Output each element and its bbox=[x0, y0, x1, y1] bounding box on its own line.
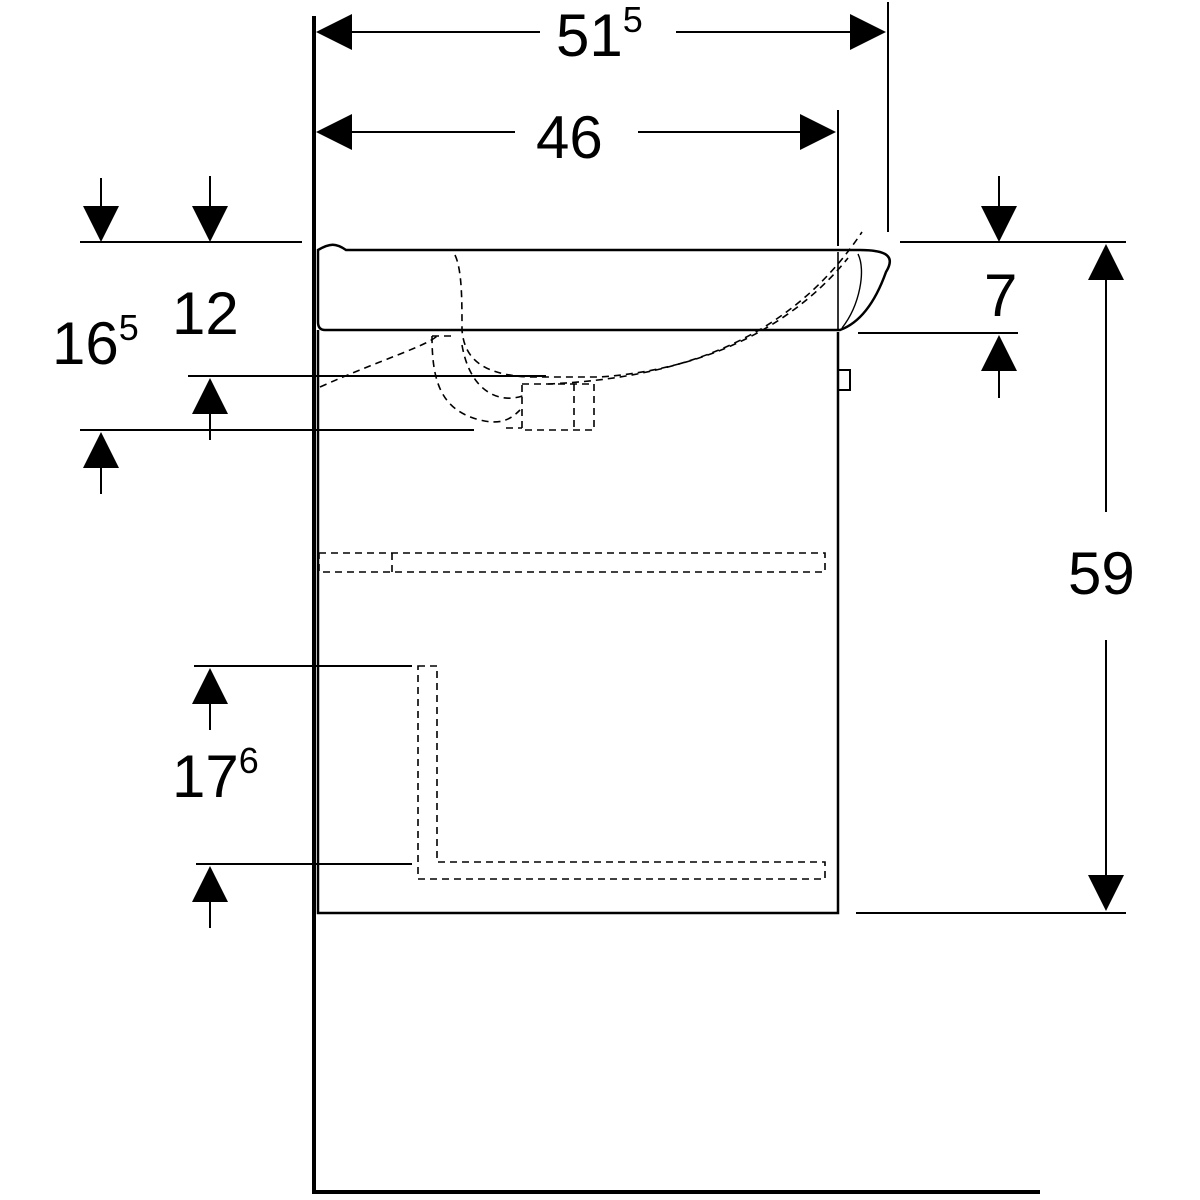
dimension-labels: 515 46 7 59 165 12 176 bbox=[52, 0, 1135, 810]
bowl-inner-hidden bbox=[454, 254, 849, 378]
dim-46-arrow-left bbox=[316, 114, 352, 150]
shelf-hidden bbox=[318, 552, 826, 573]
dim-7-arrow-top bbox=[981, 206, 1017, 242]
bowl-outer-hidden bbox=[319, 231, 863, 388]
vanity-cabinet bbox=[316, 330, 851, 915]
dim-59-arrow-top bbox=[1088, 244, 1124, 280]
dim-basin-rim-label: 7 bbox=[984, 262, 1017, 329]
cabinet-handle bbox=[837, 369, 851, 391]
dim-59-arrow-bottom bbox=[1088, 875, 1124, 911]
dim-waste-outer-label: 165 bbox=[52, 307, 139, 377]
dim-basin-depth-label: 46 bbox=[536, 104, 603, 171]
basin-rim-curve bbox=[841, 253, 863, 329]
dim-176-arrow-top bbox=[192, 668, 228, 704]
dim-515-arrow-left bbox=[316, 14, 352, 50]
dim-overall-depth-label: 515 bbox=[556, 0, 643, 69]
dim-515-arrow-right bbox=[850, 14, 886, 50]
wall-and-floor bbox=[312, 16, 1040, 1194]
dim-7-arrow-bottom bbox=[981, 335, 1017, 371]
siphon-hidden bbox=[431, 335, 526, 423]
dim-46-arrow-right bbox=[800, 114, 836, 150]
dim-12-arrow-bottom bbox=[192, 378, 228, 414]
dim-waste-inner-label: 12 bbox=[172, 280, 239, 347]
cabinet-outline bbox=[316, 330, 840, 915]
dim-165-arrow-top bbox=[83, 206, 119, 242]
dim-drawer-height-label: 176 bbox=[172, 740, 259, 810]
washbasin bbox=[316, 243, 892, 332]
waste-outlet-hidden bbox=[521, 383, 595, 431]
dim-12-arrow-top bbox=[192, 206, 228, 242]
dimension-lines bbox=[80, 2, 1126, 928]
washbasin-outline bbox=[316, 243, 892, 332]
drawer-hidden bbox=[417, 665, 826, 880]
dim-176-arrow-bottom bbox=[192, 866, 228, 902]
dim-cabinet-height-label: 59 bbox=[1068, 540, 1135, 607]
dim-165-arrow-bottom bbox=[83, 432, 119, 468]
